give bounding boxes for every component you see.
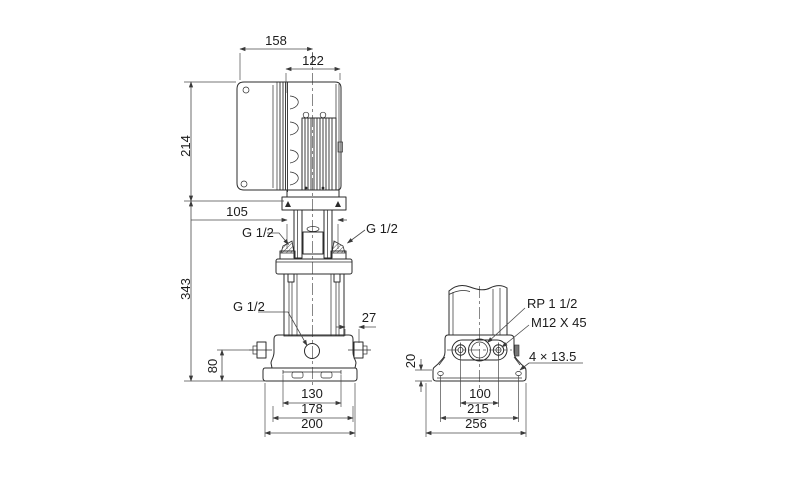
dim-343: 343 <box>178 278 193 300</box>
label-foot-holes: 4 × 13.5 <box>529 349 576 364</box>
dim-215: 215 <box>467 401 489 416</box>
dim-100: 100 <box>469 386 491 401</box>
dim-200: 200 <box>301 416 323 431</box>
vent-plug-left <box>279 240 296 260</box>
foot-hole-right <box>515 371 522 376</box>
label-m12: M12 X 45 <box>531 315 587 330</box>
label-rp: RP 1 1/2 <box>527 296 577 311</box>
dim-80: 80 <box>205 359 220 373</box>
coupling-guard <box>302 231 324 255</box>
dim-178: 178 <box>301 401 323 416</box>
motor-flange <box>281 189 347 211</box>
label-g12-top-left: G 1/2 <box>242 225 274 240</box>
base-dimensions: RP 1 1/2 M12 X 45 4 × 13.5 20 100 215 <box>403 296 587 437</box>
motor-lug <box>337 141 343 153</box>
front-view: 158 122 214 343 105 G 1/2 <box>178 33 398 437</box>
label-g12-top-right: G 1/2 <box>366 221 398 236</box>
base-side-tab <box>514 344 520 357</box>
motor-outline <box>236 81 343 192</box>
flange-clamp-right <box>335 201 341 207</box>
motor-clips <box>289 95 299 186</box>
vent-plug-right <box>330 240 347 260</box>
label-g12-drain: G 1/2 <box>233 299 265 314</box>
cable-channel <box>279 82 288 192</box>
dim-20: 20 <box>403 354 418 368</box>
dim-214: 214 <box>178 135 193 157</box>
dim-122: 122 <box>302 53 324 68</box>
front-dimensions: 158 122 214 343 105 G 1/2 <box>178 33 398 437</box>
pump-cylinder <box>448 284 508 336</box>
dim-256: 256 <box>465 416 487 431</box>
dim-130: 130 <box>301 386 323 401</box>
dim-158: 158 <box>265 33 287 48</box>
dim-27: 27 <box>362 310 376 325</box>
terminal-box-screw-bottom <box>240 180 248 188</box>
motor-fins <box>301 111 337 191</box>
port-left <box>249 341 272 359</box>
pump-base <box>249 334 371 382</box>
drain-hole <box>304 343 320 359</box>
foot-hole-left <box>437 371 444 376</box>
dim-105: 105 <box>226 204 248 219</box>
flange-clamp-left <box>285 201 291 207</box>
pump-sleeve <box>283 273 345 337</box>
port-right <box>348 341 371 359</box>
terminal-box-screw-top <box>242 86 250 94</box>
pump-head <box>275 209 353 283</box>
base-view: RP 1 1/2 M12 X 45 4 × 13.5 20 100 215 <box>403 284 587 437</box>
base-block <box>432 334 527 382</box>
